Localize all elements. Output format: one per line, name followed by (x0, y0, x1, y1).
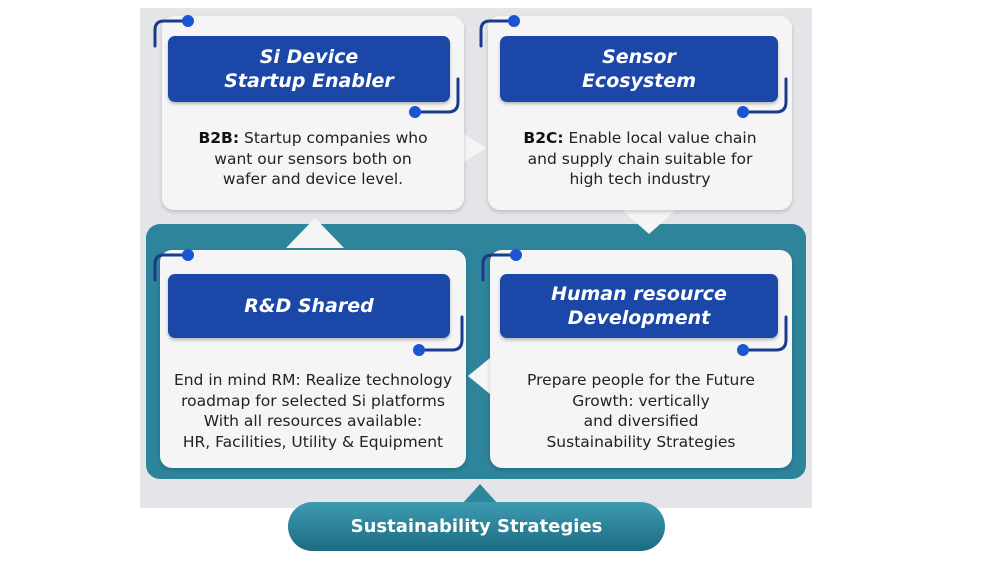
corner-bracket-bottom-right (737, 77, 788, 118)
pointer-down-right (622, 210, 676, 234)
card-description: B2C: Enable local value chain and supply… (523, 129, 757, 188)
card-title: Si Device Startup Enabler (168, 36, 450, 102)
card-startup-enabler: Si Device Startup Enabler B2B: Startup c… (153, 15, 464, 210)
card-description: B2B: Startup companies who want our sens… (198, 129, 428, 188)
corner-bracket-top-left (481, 249, 522, 282)
card-title: Sensor Ecosystem (500, 36, 778, 102)
corner-bracket-bottom-right (413, 315, 464, 356)
pointer-left-bottom (468, 358, 490, 394)
sustainability-strategies-label: Sustainability Strategies (288, 502, 665, 551)
corner-bracket-top-left (153, 15, 194, 48)
card-title: R&D Shared (168, 274, 450, 338)
corner-bracket-top-left (479, 15, 520, 48)
card-title: Human resource Development (500, 274, 778, 338)
card-human-resource: Human resource Development Prepare peopl… (481, 249, 792, 468)
pointer-right-top (464, 134, 486, 162)
card-category: B2C: (523, 129, 564, 147)
card-description: End in mind RM: Realize technology roadm… (173, 371, 453, 451)
card-category: B2B: (198, 129, 240, 147)
corner-bracket-bottom-right (737, 315, 788, 356)
corner-bracket-bottom-right (409, 77, 460, 118)
card-description: Prepare people for the Future Growth: ve… (527, 371, 755, 451)
pointer-up-pill (462, 484, 498, 504)
card-rd-shared: R&D Shared End in mind RM: Realize techn… (153, 249, 466, 468)
pointer-up-left (286, 218, 344, 248)
card-sensor-ecosystem: Sensor Ecosystem B2C: Enable local value… (479, 15, 792, 210)
corner-bracket-top-left (153, 249, 194, 282)
